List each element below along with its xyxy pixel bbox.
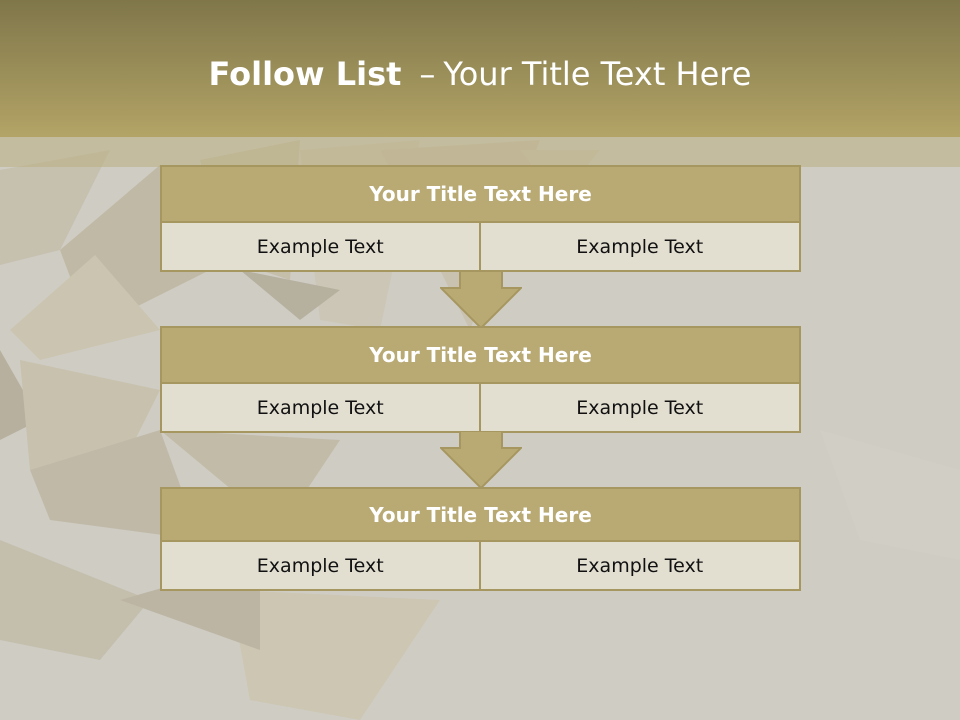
title-rest: Your Title Text Here — [443, 55, 752, 93]
header-bar — [0, 0, 960, 137]
block-title: Your Title Text Here — [160, 487, 801, 542]
block-cell-left: Example Text — [160, 542, 481, 591]
block-cells: Example Text Example Text — [160, 223, 801, 272]
slide-title: Follow List–Your Title Text Here — [0, 55, 960, 93]
list-block-1: Your Title Text Here Example Text Exampl… — [160, 165, 801, 272]
block-cell-right: Example Text — [478, 384, 801, 433]
block-cell-right: Example Text — [478, 223, 801, 272]
block-cells: Example Text Example Text — [160, 384, 801, 433]
block-title: Your Title Text Here — [160, 326, 801, 384]
block-cell-left: Example Text — [160, 223, 481, 272]
down-arrow-icon — [440, 271, 522, 329]
down-arrow-icon — [440, 431, 522, 489]
block-title: Your Title Text Here — [160, 165, 801, 223]
title-dash: – — [419, 55, 436, 93]
title-bold: Follow List — [208, 55, 402, 93]
list-block-3: Your Title Text Here Example Text Exampl… — [160, 487, 801, 591]
block-cell-right: Example Text — [478, 542, 801, 591]
list-block-2: Your Title Text Here Example Text Exampl… — [160, 326, 801, 433]
header-strip — [0, 137, 960, 167]
block-cells: Example Text Example Text — [160, 542, 801, 591]
block-cell-left: Example Text — [160, 384, 481, 433]
